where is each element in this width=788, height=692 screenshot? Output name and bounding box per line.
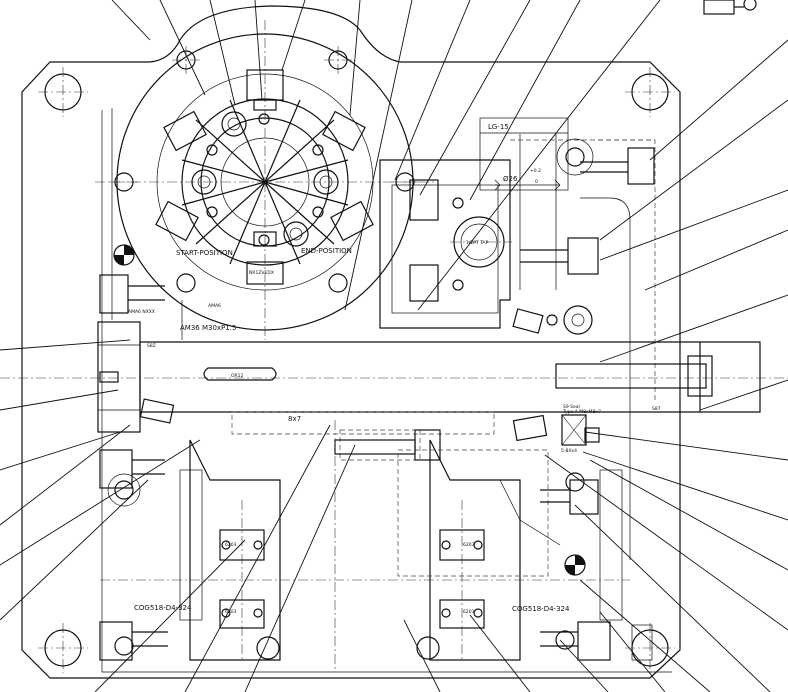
dimension-diameter-label: Ø26 (503, 175, 518, 183)
oring-label: OR12 (231, 373, 244, 379)
bearing-right-label: COG518-D4-324 (512, 605, 570, 613)
stamp-right: 6203 (463, 609, 475, 615)
lower-left-bearing-housing (189, 439, 281, 661)
frame-centerlines (100, 420, 630, 672)
stamp-mid-right: 6203 (463, 542, 475, 548)
lower-right-bearing-housing (397, 439, 549, 661)
roll-label: 5-8Xx4 (561, 448, 577, 454)
main-shaft (0, 321, 788, 461)
thread-left-label: AM36 M30xP1.5 (180, 324, 236, 332)
right-note-line1: S9 Seal (563, 404, 580, 410)
right-side-hardware (512, 138, 656, 560)
right-note-line2: Type A M8xM8x7 (562, 409, 601, 415)
corner-bolt-holes (38, 67, 675, 673)
tolerance-upper-label: +0.2 (530, 168, 541, 174)
stamp-left: 6203 (225, 542, 237, 548)
indexing-turret (95, 20, 435, 340)
small-part-label: S8Z (147, 343, 156, 349)
end-position-label: END-POSITION (301, 247, 352, 255)
dimension-lg-label: LG-15 (488, 123, 509, 131)
start-position-label: START-POSITION (176, 249, 233, 257)
top-right-component (703, 0, 757, 15)
right-housing-block (379, 117, 655, 329)
bearing-left-label: COG518-D4-324 (134, 604, 192, 612)
small-label-top: AMA6 NXXX (128, 309, 155, 315)
housing-plate (21, 5, 681, 679)
tolerance-lower-label: 0 (535, 179, 538, 185)
ama-label: AMA6 (208, 303, 221, 309)
key-label: 8x7 (288, 415, 301, 423)
left-side-hardware (99, 108, 183, 661)
right-note-line3: S87 (652, 406, 661, 412)
pin-callout-label: NR1ZV1DX (249, 270, 274, 276)
pt-tap-label: 1/2PT TAP (466, 240, 489, 246)
stamp-mid-left: 6203 (225, 609, 237, 615)
